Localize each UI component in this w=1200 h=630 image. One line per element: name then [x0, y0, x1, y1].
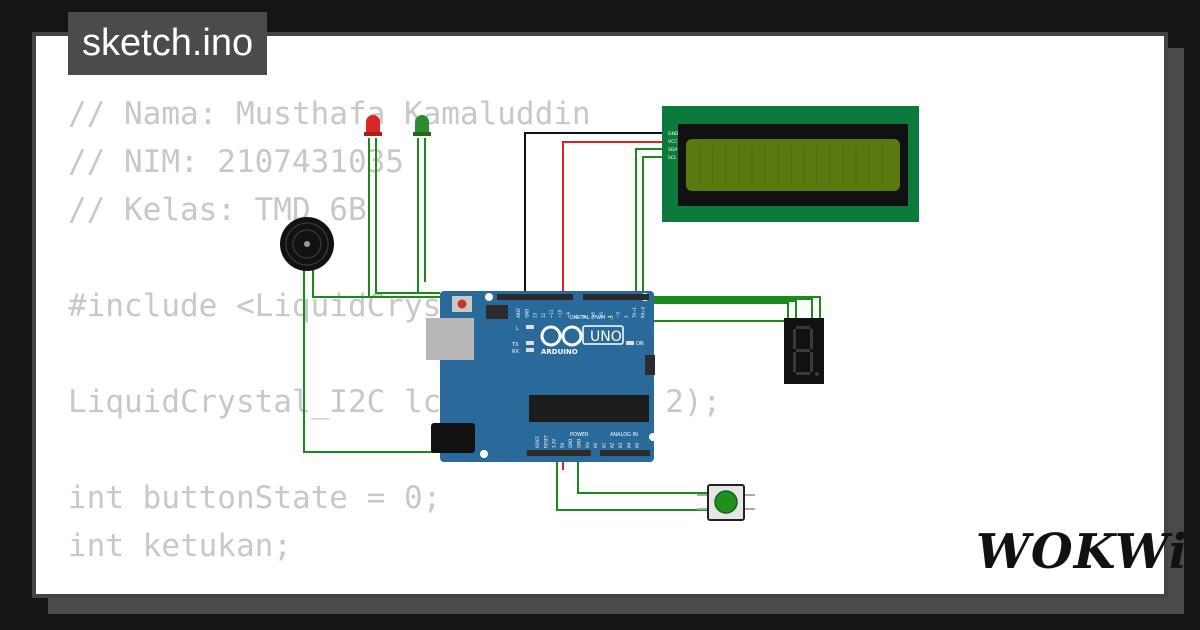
pin-label: 3.3V	[552, 439, 557, 448]
pin-label: A2	[610, 442, 615, 448]
led-l	[526, 325, 534, 329]
code-line: int ketukan;	[68, 528, 292, 564]
wokwi-logo: WOKWi	[976, 524, 1189, 580]
window-title: sketch.ino	[68, 12, 268, 75]
pin-label: 2	[624, 315, 629, 318]
board-model: UNO	[590, 329, 622, 345]
wire-lcd-gnd	[524, 132, 666, 297]
usb-port	[426, 318, 474, 360]
atmega-chip	[529, 395, 649, 422]
pushbutton-icon[interactable]	[697, 484, 755, 521]
pin-label: RESET	[543, 435, 548, 448]
power-label: POWER	[570, 432, 589, 438]
led-tx	[526, 341, 534, 345]
code-line: // Nama: Musthafa Kamaluddin	[68, 96, 591, 132]
wire-buzzer	[312, 268, 440, 298]
wire-seg-3	[600, 300, 797, 318]
arduino-uno[interactable]: UNO ARDUINO DIGITAL (PWM ~) POWER ANALOG…	[426, 291, 657, 462]
led-label-rx: RX	[512, 349, 519, 355]
wire-led-red-b	[375, 138, 440, 294]
pin-label: A1	[601, 442, 606, 448]
lcd-screen	[686, 139, 900, 191]
wire-button-a	[577, 455, 708, 494]
wire-lcd-sda	[635, 148, 666, 322]
pin-label: A4	[626, 442, 631, 448]
pin-label: GND	[568, 439, 573, 448]
led-label-tx: TX	[511, 342, 519, 348]
analog-label: ANALOG IN	[610, 432, 638, 438]
seven-segment-icon[interactable]	[784, 318, 824, 384]
wire-buzzer-gnd	[303, 268, 484, 453]
pin-label: ~9	[566, 312, 571, 318]
pin-label: A0	[593, 442, 598, 448]
wire-seg-2	[580, 298, 813, 318]
pin-label: ~11	[549, 309, 554, 318]
led-green-icon[interactable]	[413, 115, 431, 136]
lcd-pin-scl: SCL	[668, 155, 677, 161]
pin-label: ~6	[591, 312, 596, 318]
power-jack	[431, 423, 475, 453]
lcd-pin-gnd: GND	[668, 131, 679, 137]
on-led	[626, 341, 634, 345]
pin-label: 8	[574, 315, 579, 318]
pin-label: TX→1	[632, 306, 637, 319]
wire-seg-4	[620, 302, 789, 318]
on-label: ON	[636, 341, 644, 347]
pin-label: 12	[541, 312, 546, 318]
wire-lcd-scl	[642, 156, 666, 322]
reset-button[interactable]	[457, 299, 467, 309]
lcd-pin-sda: SDA	[668, 147, 678, 153]
pin-label: A5	[635, 442, 640, 448]
pin-label: A3	[618, 442, 623, 448]
led-red-icon[interactable]	[364, 115, 382, 136]
code-line: int buttonState = 0;	[68, 480, 442, 516]
led-rx	[526, 348, 534, 352]
led-label-l: L	[516, 326, 519, 332]
pin-label: AREF	[516, 307, 521, 318]
board-brand: ARDUINO	[541, 348, 578, 356]
pin-label: 5V	[560, 442, 565, 448]
code-line: // NIM: 2107431035	[68, 144, 404, 180]
pin-label: ~3	[616, 312, 621, 318]
pin-label: IOREF	[535, 435, 540, 448]
code-line: // Kelas: TMD 6B	[68, 192, 367, 228]
wires	[303, 132, 821, 511]
buzzer-icon[interactable]	[280, 217, 334, 271]
lcd-module[interactable]: GND VCC SDA SCL	[662, 106, 919, 222]
digital-label: DIGITAL (PWM ~)	[570, 315, 613, 321]
lcd-pin-vcc: VCC	[668, 139, 677, 145]
pin-label: ~5	[599, 312, 604, 318]
wire-led-red-a	[368, 138, 440, 298]
pin-label: ~10	[558, 309, 563, 318]
pin-label: 13	[533, 312, 538, 318]
pin-label: GND	[577, 439, 582, 448]
pin-label: Vin	[585, 441, 590, 448]
pin-label: 4	[607, 315, 612, 318]
pin-label: GND	[524, 309, 529, 318]
pin-label: RX←0	[641, 306, 646, 318]
pin-label: 7	[582, 315, 587, 318]
